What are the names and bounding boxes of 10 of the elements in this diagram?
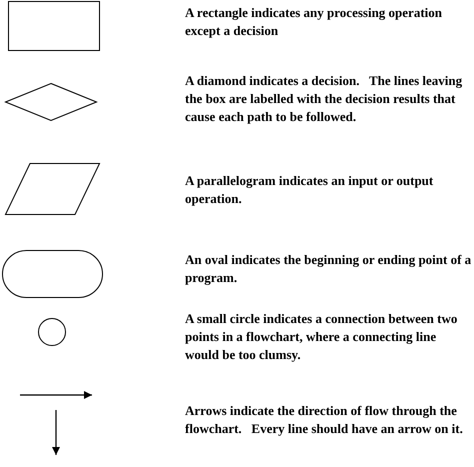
description-text: A parallelogram indicates an input or output operation. xyxy=(185,172,434,208)
description-text: A diamond indicates a decision. The lines leaving the box are labelled with the decision results that cause each path to be followed. xyxy=(185,72,464,126)
diamond-shape xyxy=(5,83,97,121)
description-text: Arrows indicate the direction of flow through the flowchart. Every line should have an arrow on it. xyxy=(185,402,464,438)
description-text: An oval indicates the beginning or ending point of a program. xyxy=(185,251,472,287)
description-text: A small circle indicates a connection between two points in a flowchart, where a connecting line would be too clumsy. xyxy=(185,310,458,364)
rectangle-shape xyxy=(8,1,100,51)
parallelogram-shape xyxy=(5,163,100,215)
circle-shape xyxy=(38,318,66,346)
description-text: A rectangle indicates any processing operation except a decision xyxy=(185,4,443,40)
